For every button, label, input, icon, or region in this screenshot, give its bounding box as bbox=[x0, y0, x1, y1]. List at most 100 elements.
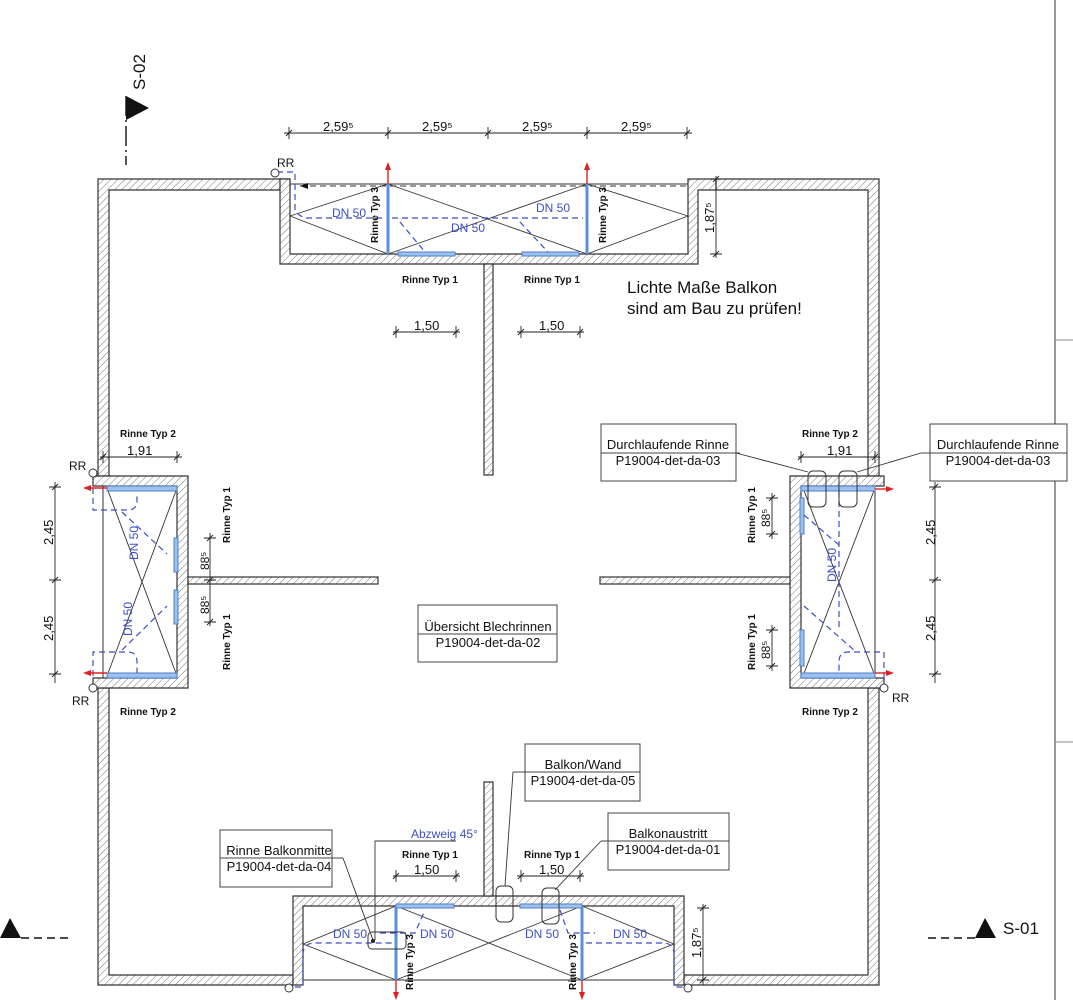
small-dimension: 88⁵ bbox=[198, 596, 212, 614]
detail-bubble[interactable] bbox=[495, 885, 514, 923]
callout-title: Übersicht Blechrinnen bbox=[424, 619, 551, 634]
gutter-type2-label: Rinne Typ 2 bbox=[120, 429, 176, 440]
callout-balkonaustritt[interactable]: Balkonaustritt P19004-det-da-01 bbox=[554, 812, 730, 891]
pipe-label: DN 50 bbox=[333, 927, 367, 941]
dimension-label: 2,59⁵ bbox=[323, 119, 354, 134]
detail-point-icon bbox=[371, 939, 375, 943]
callout-rinne-balkonmitte[interactable]: Rinne Balkonmitte P19004-det-da-04 bbox=[219, 829, 456, 941]
callout-durchlaufende-rinne-right[interactable]: Durchlaufende Rinne P19004-det-da-03 bbox=[856, 423, 1068, 482]
callout-title: Durchlaufende Rinne bbox=[607, 437, 729, 452]
rr-label: RR bbox=[892, 691, 910, 705]
gutter-type1-label: Rinne Typ 1 bbox=[222, 614, 233, 670]
site-check-note: Lichte Maße Balkon sind am Bau zu prüfen… bbox=[627, 278, 802, 318]
callout-ref: P19004-det-da-03 bbox=[946, 453, 1051, 468]
gutter-type3-label: Rinne Typ 3 bbox=[568, 934, 579, 990]
dimension-label: 2,59⁵ bbox=[621, 119, 652, 134]
gutter-type1-label: Rinne Typ 1 bbox=[524, 850, 580, 861]
roof-drain-icon bbox=[284, 983, 294, 993]
callout-title: Rinne Balkonmitte bbox=[226, 843, 332, 858]
width-dimension: 1,50 bbox=[414, 862, 439, 877]
dimension-label: 2,59⁵ bbox=[422, 119, 453, 134]
roof-drain-icon bbox=[88, 683, 98, 693]
width-dimension: 1,91 bbox=[127, 443, 152, 458]
top-balcony: RR DN 50 DN 50 DN 50 Rinne Typ 3 Rinne T… bbox=[270, 156, 690, 286]
flow-arrow-icon bbox=[300, 183, 308, 189]
dimension-label: 2,59⁵ bbox=[522, 119, 553, 134]
callout-uebersicht-blechrinnen[interactable]: Übersicht Blechrinnen P19004-det-da-02 bbox=[417, 604, 558, 663]
section-label-s01: S-01 bbox=[1003, 919, 1039, 938]
detail-bubble[interactable] bbox=[367, 931, 407, 950]
section-triangle-icon bbox=[0, 918, 21, 938]
depth-dimension: 1,87⁵ bbox=[689, 927, 704, 958]
callout-ref: P19004-det-da-05 bbox=[531, 773, 636, 788]
gutter-type1-label: Rinne Typ 1 bbox=[747, 614, 758, 670]
section-triangle-icon bbox=[975, 918, 996, 938]
gutter-type1-label: Rinne Typ 1 bbox=[402, 275, 458, 286]
detail-bubble[interactable] bbox=[807, 470, 827, 508]
bottom-balcony: DN 50 DN 50 DN 50 DN 50 Rinne Typ 3 Rinn… bbox=[284, 827, 709, 1000]
width-dimension: 1,50 bbox=[539, 862, 564, 877]
width-dimension: 1,91 bbox=[827, 443, 852, 458]
note-line-1: Lichte Maße Balkon bbox=[627, 278, 777, 297]
pipe-label: DN 50 bbox=[420, 927, 454, 941]
gutter-type3-label: Rinne Typ 3 bbox=[405, 934, 416, 990]
pipe-label: DN 50 bbox=[127, 526, 141, 560]
pipe-label: DN 50 bbox=[613, 927, 647, 941]
section-marker-s01-left bbox=[0, 918, 68, 939]
pipe-label: DN 50 bbox=[536, 201, 570, 215]
callout-ref: P19004-det-da-04 bbox=[227, 859, 332, 874]
gutter-type1-label: Rinne Typ 1 bbox=[402, 850, 458, 861]
roof-drain-icon bbox=[879, 683, 889, 693]
small-dimension: 88⁵ bbox=[198, 552, 212, 570]
gutter-type2-label: Rinne Typ 2 bbox=[802, 429, 858, 440]
callout-title: Balkon/Wand bbox=[545, 757, 622, 772]
small-dimension: 88⁵ bbox=[759, 509, 773, 527]
roof-drain-icon bbox=[683, 983, 693, 993]
callout-ref: P19004-det-da-03 bbox=[616, 453, 721, 468]
pipe-label: DN 50 bbox=[332, 206, 366, 220]
rr-label: RR bbox=[69, 459, 87, 473]
top-dimension-chain: 2,59⁵ 2,59⁵ 2,59⁵ 2,59⁵ 1,87⁵ 1,50 1,50 bbox=[284, 119, 722, 338]
callout-title: Balkonaustritt bbox=[629, 826, 708, 841]
callout-ref: P19004-det-da-02 bbox=[436, 635, 541, 650]
branch-label: Abzweig 45° bbox=[411, 827, 478, 841]
gutter-type3-label: Rinne Typ 3 bbox=[370, 187, 381, 243]
rr-label: RR bbox=[277, 156, 295, 170]
detail-bubble[interactable] bbox=[838, 470, 858, 508]
pipe-label: DN 50 bbox=[451, 221, 485, 235]
pipe-label: DN 50 bbox=[825, 548, 839, 582]
pipe-label: DN 50 bbox=[525, 927, 559, 941]
rr-label: RR bbox=[72, 694, 90, 708]
callout-title: Durchlaufende Rinne bbox=[937, 437, 1059, 452]
height-dimension: 2,45 bbox=[41, 616, 56, 641]
section-label-s02: S-02 bbox=[130, 54, 149, 90]
callout-balkon-wand[interactable]: Balkon/Wand P19004-det-da-05 bbox=[504, 743, 641, 887]
small-dimension: 88⁵ bbox=[759, 641, 773, 659]
height-dimension: 2,45 bbox=[923, 616, 938, 641]
section-marker-s01-right: S-01 bbox=[928, 918, 1039, 939]
right-balcony: RR DN 50 Rinne Typ 2 Rinne Typ 2 Rinne T… bbox=[747, 429, 941, 718]
gutter-type3-label: Rinne Typ 3 bbox=[598, 187, 609, 243]
depth-dimension: 1,87⁵ bbox=[702, 202, 717, 233]
outlet-arrows bbox=[385, 162, 590, 184]
roof-drain-icon bbox=[270, 168, 280, 178]
gutter-type1-label: Rinne Typ 1 bbox=[222, 487, 233, 543]
height-dimension: 2,45 bbox=[41, 520, 56, 545]
title-block-frame bbox=[1054, 0, 1073, 1000]
detail-bubble[interactable] bbox=[541, 887, 560, 925]
gutter-type1-label: Rinne Typ 1 bbox=[747, 487, 758, 543]
height-dimension: 2,45 bbox=[923, 520, 938, 545]
gutter-type2-label: Rinne Typ 2 bbox=[120, 707, 176, 718]
gutter-type2-label: Rinne Typ 2 bbox=[802, 707, 858, 718]
section-flag-icon bbox=[126, 96, 149, 120]
roof-drain-icon bbox=[88, 468, 98, 478]
gutter-type1-label: Rinne Typ 1 bbox=[524, 275, 580, 286]
left-balcony: RR RR DN 50 DN 50 Rinne Typ 2 Rinne Typ … bbox=[41, 429, 233, 718]
width-dimension: 1,50 bbox=[539, 318, 564, 333]
pipe-label: DN 50 bbox=[121, 602, 135, 636]
note-line-2: sind am Bau zu prüfen! bbox=[627, 299, 802, 318]
width-dimension: 1,50 bbox=[414, 318, 439, 333]
callout-durchlaufende-rinne-left[interactable]: Durchlaufende Rinne P19004-det-da-03 bbox=[600, 423, 809, 482]
callout-ref: P19004-det-da-01 bbox=[616, 842, 721, 857]
